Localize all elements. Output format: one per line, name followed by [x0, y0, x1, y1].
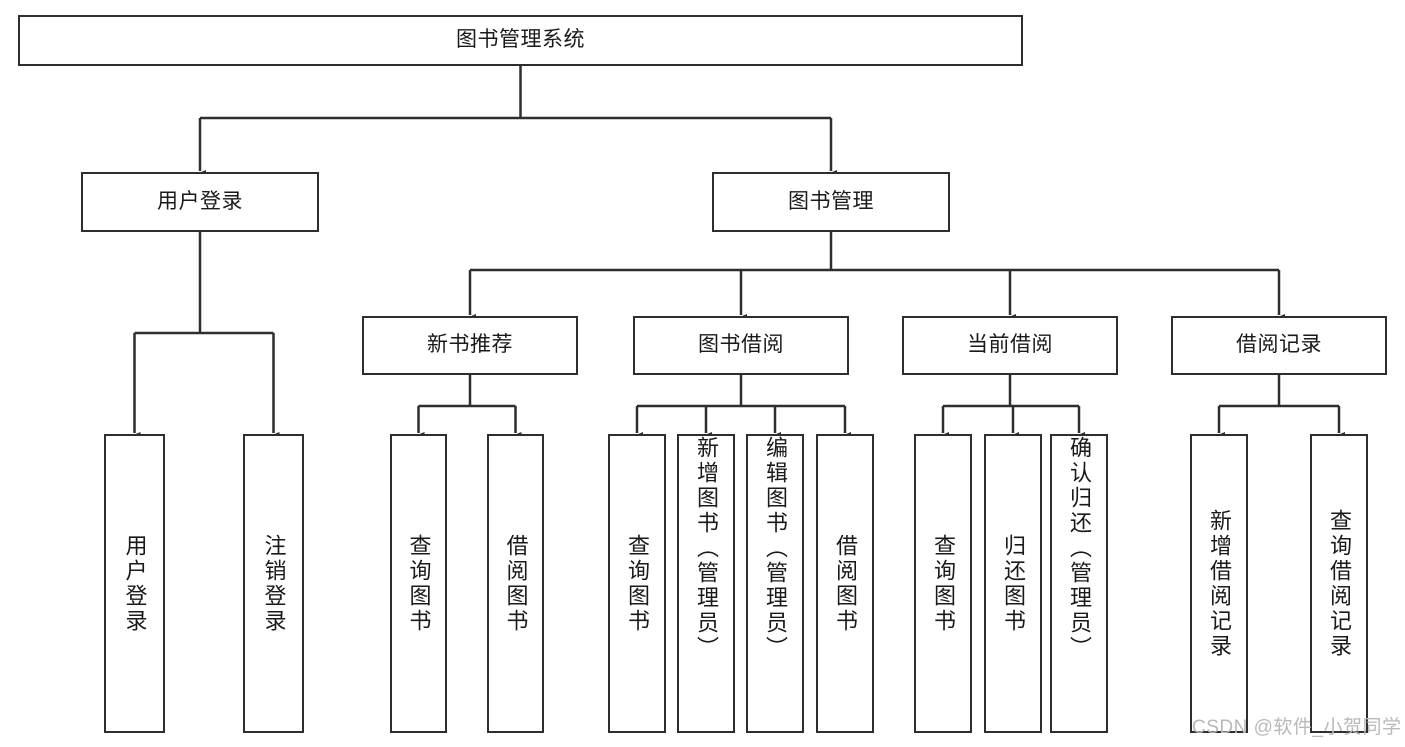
node-label: 查询图书 [931, 533, 956, 634]
node-leaf-3-2[interactable]: 新增图书（管理员） [677, 434, 735, 733]
node-leaf-5-1[interactable]: 新增借阅记录 [1190, 434, 1248, 733]
watermark-text: CSDN @软件_小贺同学 [1192, 717, 1402, 738]
node-leaf-4-1[interactable]: 查询图书 [914, 434, 972, 733]
node-label: 图书管理 [788, 189, 874, 213]
node-l2-c[interactable]: 当前借阅 [902, 316, 1118, 375]
node-root[interactable]: 图书管理系统 [18, 15, 1023, 66]
edge-layer [128, 66, 1345, 442]
node-label: 注销登录 [261, 533, 287, 634]
node-l2-b[interactable]: 图书借阅 [633, 316, 849, 375]
node-label: 新书推荐 [427, 333, 513, 357]
node-label: 确认归还（管理员） [1067, 436, 1092, 661]
node-label: 图书管理系统 [456, 28, 585, 52]
node-l2-d[interactable]: 借阅记录 [1171, 316, 1387, 375]
node-label: 归还图书 [1001, 533, 1026, 634]
node-leaf-3-3[interactable]: 编辑图书（管理员） [746, 434, 804, 733]
node-label: 查询图书 [625, 533, 650, 634]
node-l2-a[interactable]: 新书推荐 [362, 316, 578, 375]
node-leaf-2-2[interactable]: 借阅图书 [487, 434, 544, 733]
node-leaf-2-1[interactable]: 查询图书 [390, 434, 447, 733]
node-leaf-3-4[interactable]: 借阅图书 [816, 434, 874, 733]
node-label: 借阅图书 [833, 533, 858, 634]
node-label: 借阅记录 [1236, 333, 1322, 357]
node-leaf-4-2[interactable]: 归还图书 [984, 434, 1042, 733]
node-label: 新增图书（管理员） [694, 436, 719, 661]
node-leaf-5-2[interactable]: 查询借阅记录 [1310, 434, 1368, 733]
node-label: 编辑图书（管理员） [763, 436, 788, 661]
node-label: 用户登录 [122, 533, 148, 634]
node-leaf-3-1[interactable]: 查询图书 [608, 434, 666, 733]
node-label: 查询借阅记录 [1327, 508, 1352, 659]
node-label: 图书借阅 [698, 333, 784, 357]
node-label: 当前借阅 [967, 333, 1053, 357]
node-l1-b[interactable]: 图书管理 [712, 172, 950, 232]
node-label: 查询图书 [406, 533, 432, 634]
node-label: 新增借阅记录 [1207, 508, 1232, 659]
node-label: 借阅图书 [503, 533, 529, 634]
node-leaf-1-1[interactable]: 用户登录 [104, 434, 165, 733]
node-leaf-1-2[interactable]: 注销登录 [243, 434, 304, 733]
node-l1-a[interactable]: 用户登录 [81, 172, 319, 232]
node-label: 用户登录 [157, 189, 243, 213]
node-leaf-4-3[interactable]: 确认归还（管理员） [1050, 434, 1108, 733]
